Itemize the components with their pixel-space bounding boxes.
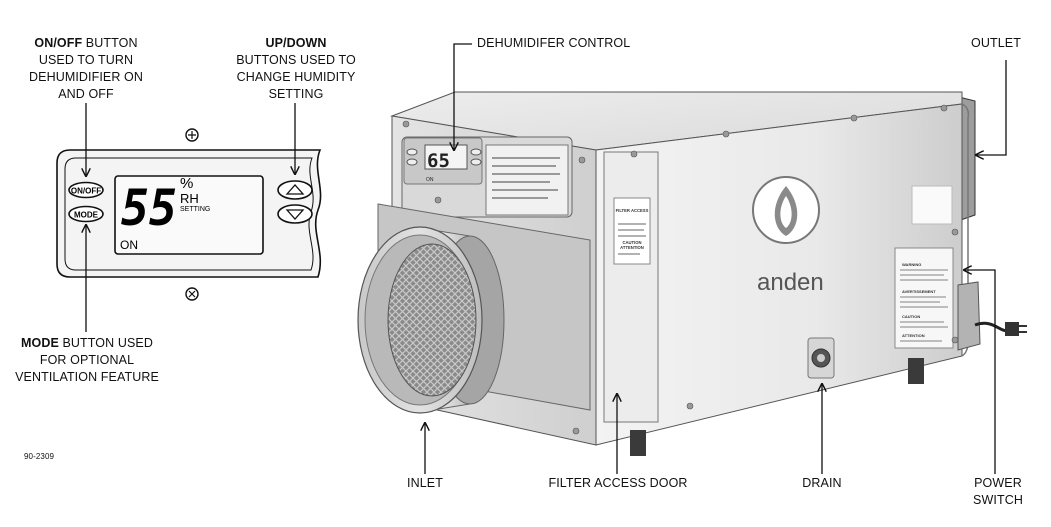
power-plug-icon	[1005, 322, 1019, 336]
updown-callout: UP/DOWN BUTTONS USED TO CHANGE HUMIDITY …	[222, 35, 370, 103]
control-callout: DEHUMIDIFER CONTROL	[477, 36, 631, 50]
control-callout-line	[454, 43, 472, 150]
onoff-button[interactable]	[68, 181, 104, 199]
warning-text-4: ATTENTION	[902, 333, 925, 338]
onoff-button-label: ON/OFF	[71, 187, 101, 196]
updown-callout-line3: CHANGE HUMIDITY	[236, 70, 356, 84]
mode-button[interactable]	[68, 205, 104, 223]
figure-id: 90-2309	[24, 452, 55, 461]
power-callout-line2: SWITCH	[973, 493, 1023, 507]
percent-symbol: %	[180, 175, 193, 192]
dehumidifier-unit	[357, 91, 1027, 456]
inlet-callout: INLET	[407, 476, 443, 490]
filter-label-attention: ATTENTION	[620, 245, 644, 250]
mode-callout-rest: BUTTON USED	[58, 336, 153, 350]
outlet-callout-line	[976, 60, 1007, 155]
brand-name: anden	[757, 269, 824, 296]
up-arrow-icon	[285, 184, 305, 195]
panel-screw-bottom-icon	[185, 287, 199, 301]
mini-display-value: 65	[427, 150, 450, 172]
rh-label: RH	[180, 191, 199, 206]
onoff-callout-bold: ON/OFF	[34, 36, 83, 50]
filter-access-door[interactable]	[603, 151, 659, 423]
warning-text-2: AVERTISSEMENT	[902, 289, 936, 294]
onoff-callout-line4: AND OFF	[58, 87, 114, 101]
updown-callout-line4: SETTING	[268, 87, 324, 101]
humidity-readout: 55	[121, 179, 177, 237]
down-button[interactable]	[277, 204, 313, 224]
mode-callout-bold: MODE	[21, 336, 59, 350]
mode-callout: MODE BUTTON USED FOR OPTIONAL VENTILATIO…	[4, 335, 170, 386]
inlet-mesh	[387, 243, 477, 397]
lcd-display	[114, 175, 264, 255]
foot	[908, 358, 924, 384]
onoff-callout-rest: BUTTON	[82, 36, 138, 50]
warning-text-3: CAUTION	[902, 314, 920, 319]
updown-callout-bold: UP/DOWN	[265, 36, 327, 50]
mode-callout-line3: VENTILATION FEATURE	[15, 370, 159, 384]
updown-callout-line2: BUTTONS USED TO	[236, 53, 356, 67]
mode-button-label: MODE	[74, 211, 99, 220]
onoff-callout-line3: DEHUMIDIFIER ON	[29, 70, 143, 84]
warning-label	[894, 247, 954, 349]
filter-door-callout: FILTER ACCESS DOOR	[548, 476, 688, 490]
power-callout: POWER SWITCH	[962, 475, 1034, 509]
control-panel-closeup	[56, 128, 322, 301]
mode-callout-line2: FOR OPTIONAL	[39, 353, 135, 367]
onoff-callout: ON/OFF BUTTON USED TO TURN DEHUMIDIFIER …	[10, 35, 162, 103]
warning-text-1: WARNING	[902, 262, 921, 267]
filter-label-caution: CAUTION	[622, 240, 641, 245]
foot	[630, 430, 646, 456]
power-callout-line	[964, 270, 996, 474]
drain-callout: DRAIN	[802, 476, 842, 490]
down-arrow-icon	[285, 209, 305, 220]
filter-label-title: FILTER ACCESS	[616, 208, 649, 213]
power-callout-line1: POWER	[974, 476, 1022, 490]
mini-display-on: ON	[426, 177, 434, 183]
setting-label: SETTING	[180, 206, 210, 213]
mini-lcd	[424, 144, 468, 170]
up-button[interactable]	[277, 180, 313, 200]
outlet-callout: OUTLET	[971, 36, 1021, 50]
onoff-callout-line2: USED TO TURN	[38, 53, 134, 67]
instruction-label	[485, 144, 569, 216]
on-status: ON	[120, 238, 138, 252]
panel-screw-top-icon	[185, 128, 199, 142]
